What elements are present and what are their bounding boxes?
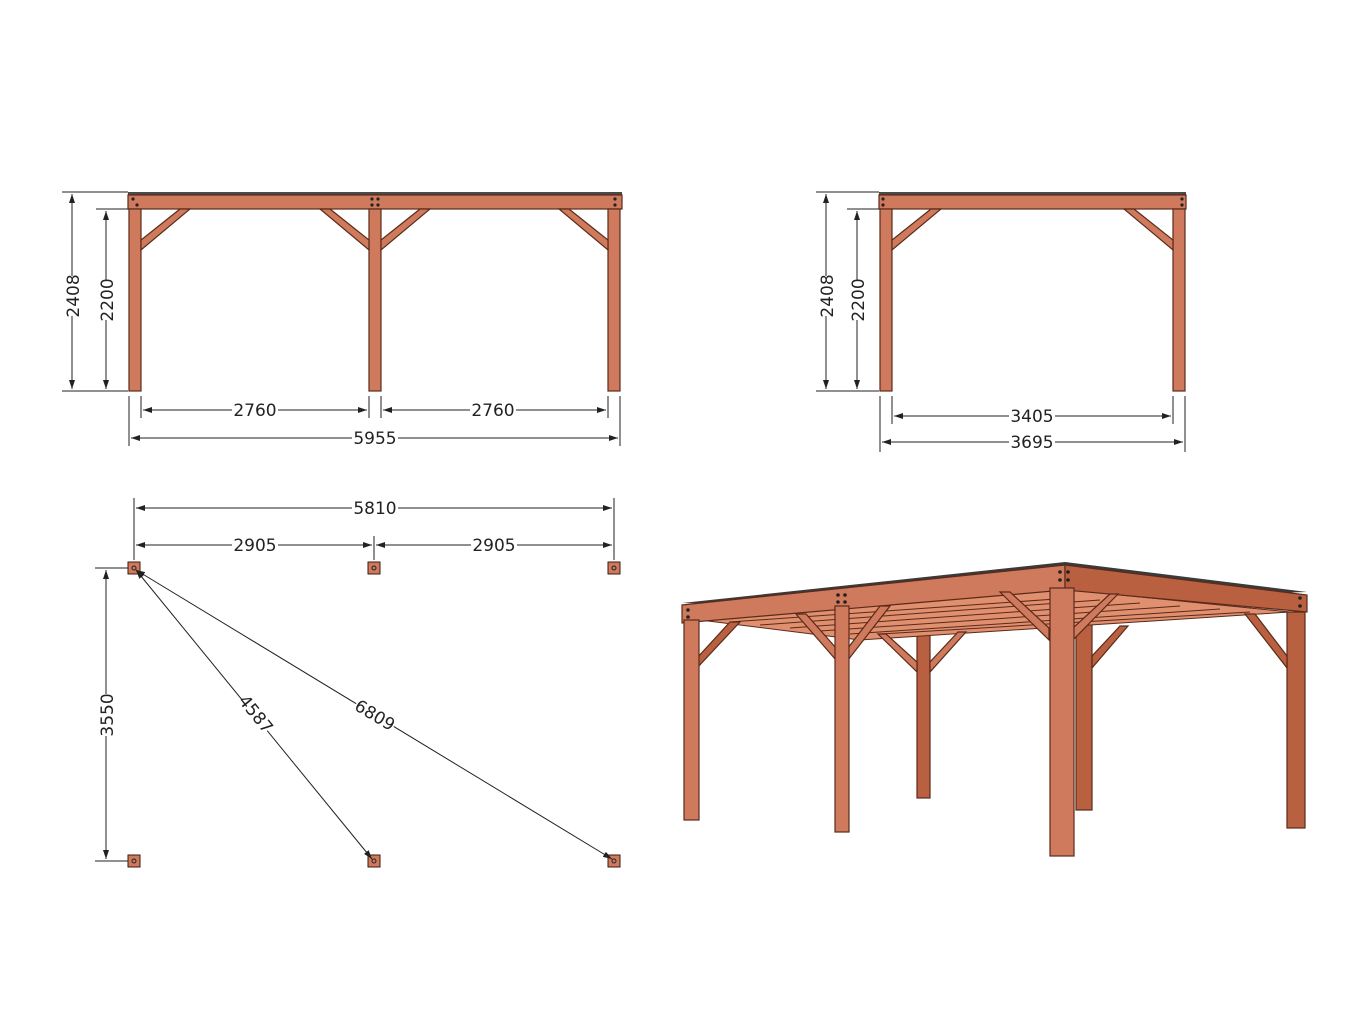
front-post-middle [368,208,382,392]
side-inner-span-label: 3405 [1010,407,1053,427]
front-span-left-label: 2760 [233,401,276,421]
persp-brace [929,631,968,674]
front-middle-post [834,605,850,833]
persp-brace [876,633,918,674]
persp-brace [696,621,742,670]
side-bolts [881,197,1184,207]
plan-overall-label: 5810 [353,499,396,519]
front-height-post-label: 2200 [98,278,118,321]
front-brace [380,208,432,252]
post-base [607,561,621,575]
post-base [607,854,621,868]
front-span-right-label: 2760 [471,401,514,421]
side-roof-cover [879,192,1186,195]
side-height-total-label: 2408 [818,274,838,317]
post-base [127,854,141,868]
corner-post-right [1286,611,1306,829]
side-top-beam [878,194,1187,210]
back-post [1075,619,1093,811]
plan-depth-label: 3550 [98,693,118,736]
front-height-total-label: 2408 [64,274,84,317]
side-brace [1122,208,1174,252]
front-brace [557,208,609,252]
persp-brace [998,591,1050,642]
front-post-left [128,208,142,392]
front-overall-label: 5955 [353,429,396,449]
side-post-left [879,208,893,392]
side-post-right [1172,208,1186,392]
corner-post-left [683,619,700,821]
persp-bolts [686,570,1302,619]
plan-half-right-label: 2905 [472,536,515,556]
front-brace [318,208,370,252]
back-post [916,629,931,799]
front-roof-cover [128,192,622,195]
side-overall-label: 3695 [1010,433,1053,453]
front-top-beam [127,194,623,210]
side-brace [891,208,943,252]
front-post-right [607,208,621,392]
plan-half-left-label: 2905 [233,536,276,556]
side-height-post-label: 2200 [849,278,869,321]
front-brace [140,208,192,252]
persp-brace [1243,613,1288,670]
front-bolts [131,197,617,207]
persp-brace [1091,625,1130,670]
post-base [367,561,381,575]
side-view: 2408 2200 3405 3695 [816,191,1187,453]
plan-view: 5810 2905 2905 3550 4587 6809 [95,498,621,868]
front-view: 2408 2200 2760 2760 5955 [62,191,623,449]
perspective-view [681,562,1308,857]
front-corner-post [1049,587,1075,857]
side-beam [1064,564,1308,613]
